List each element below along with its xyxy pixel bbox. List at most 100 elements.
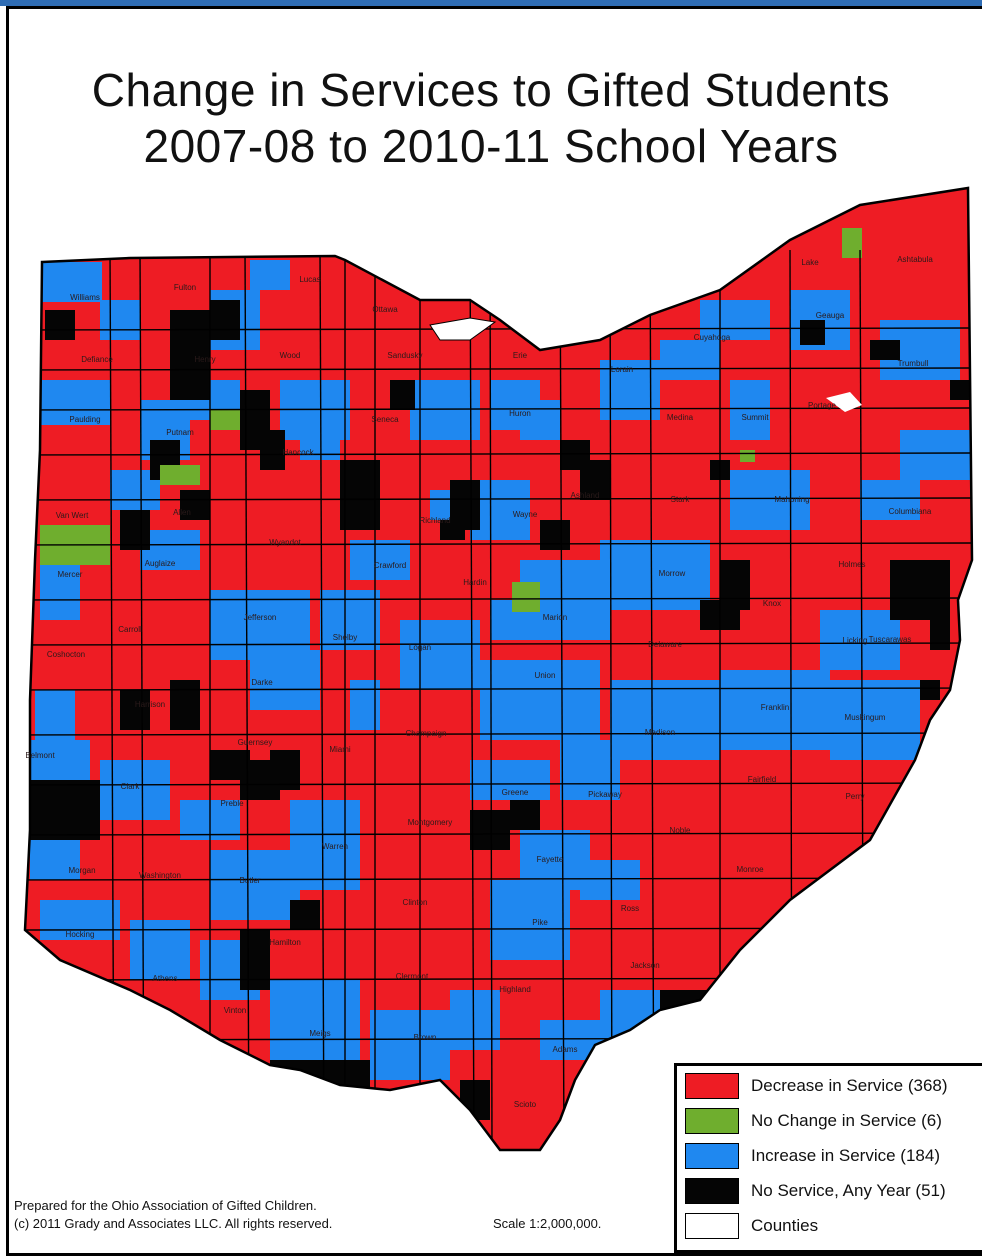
- ohio-state-outline: [23, 186, 974, 1152]
- county-boundary: [25, 1037, 972, 1041]
- county-boundary-layer: [25, 249, 972, 1150]
- district-increase: [600, 540, 710, 610]
- county-label: Madison: [645, 728, 675, 737]
- legend-label-no-service: No Service, Any Year (51): [751, 1181, 946, 1200]
- district-increase: [290, 800, 360, 890]
- county-label: Knox: [763, 599, 781, 608]
- county-boundary: [25, 407, 972, 411]
- district-no-service: [120, 510, 150, 550]
- county-boundary: [25, 642, 972, 646]
- legend-label-increase: Increase in Service (184): [751, 1146, 940, 1165]
- district-no-change: [512, 582, 540, 612]
- district-no-service: [800, 320, 825, 345]
- district-increase: [700, 300, 770, 340]
- county-label: Morrow: [659, 569, 686, 578]
- legend-item-counties: Counties: [685, 1212, 818, 1240]
- county-label: Clark: [121, 782, 141, 791]
- county-boundary: [469, 249, 475, 1150]
- county-label: Lake: [801, 258, 819, 267]
- district-increase: [42, 262, 102, 302]
- lake-erie-island: [429, 317, 497, 341]
- county-label: Washington: [139, 871, 181, 880]
- county-label: Morgan: [68, 866, 95, 875]
- legend-item-no-change: No Change in Service (6): [685, 1107, 942, 1135]
- district-increase: [490, 880, 570, 960]
- district-increase: [720, 670, 830, 750]
- legend-swatch-no-change: [685, 1108, 739, 1134]
- county-label: Tuscarawas: [869, 635, 912, 644]
- county-label: Ross: [621, 904, 639, 913]
- district-increase: [300, 420, 340, 460]
- district-no-service: [210, 300, 240, 340]
- county-label: Defiance: [81, 355, 113, 364]
- county-label: Portage: [808, 401, 837, 410]
- district-no-change: [842, 228, 862, 258]
- county-label: Highland: [499, 985, 531, 994]
- county-label: Geauga: [816, 311, 845, 320]
- district-no-service: [930, 620, 950, 650]
- county-boundary: [559, 249, 565, 1150]
- map-scale: Scale 1:2,000,000.: [493, 1216, 602, 1231]
- county-label: Columbiana: [889, 507, 932, 516]
- county-boundary: [319, 249, 325, 1150]
- credit-prepared-for: Prepared for the Ohio Association of Gif…: [14, 1198, 317, 1213]
- district-no-service: [270, 750, 300, 790]
- district-no-change: [160, 465, 200, 485]
- county-label: Monroe: [736, 865, 764, 874]
- district-no-service: [260, 430, 285, 470]
- district-increase: [520, 400, 560, 440]
- district-increase: [410, 380, 480, 440]
- legend-swatch-decrease: [685, 1073, 739, 1099]
- district-increase: [210, 590, 310, 660]
- county-label: Henry: [194, 355, 215, 364]
- reservoir-patch: [826, 392, 862, 412]
- county-label: Medina: [667, 413, 694, 422]
- district-no-service: [120, 690, 150, 730]
- district-no-service: [460, 1080, 490, 1120]
- district-increase: [470, 760, 550, 800]
- county-label: Miami: [329, 745, 351, 754]
- district-increase: [35, 690, 75, 740]
- county-label: Jackson: [630, 961, 659, 970]
- district-no-service: [390, 380, 415, 410]
- district-increase: [30, 740, 90, 780]
- county-label: Harrison: [135, 700, 165, 709]
- legend-item-decrease: Decrease in Service (368): [685, 1072, 948, 1100]
- legend-swatch-increase: [685, 1143, 739, 1169]
- county-label: Licking: [843, 636, 868, 645]
- county-label: Wyandot: [269, 538, 301, 547]
- county-label: Perry: [845, 792, 864, 801]
- county-label: Warren: [322, 842, 348, 851]
- district-no-service: [290, 900, 320, 930]
- county-boundary: [25, 497, 972, 501]
- county-boundary: [649, 249, 655, 1150]
- county-label: Logan: [409, 643, 431, 652]
- county-boundary: [25, 542, 972, 546]
- legend-swatch-counties: [685, 1213, 739, 1239]
- district-increase: [580, 860, 640, 900]
- county-label: Hocking: [66, 930, 95, 939]
- district-no-service: [240, 930, 270, 990]
- county-label: Delaware: [648, 640, 682, 649]
- district-increase: [210, 850, 300, 920]
- county-label: Greene: [502, 788, 529, 797]
- district-increase: [660, 340, 720, 380]
- district-increase: [560, 740, 620, 800]
- district-increase: [100, 300, 140, 340]
- district-no-change: [210, 410, 240, 430]
- county-label: Preble: [220, 799, 244, 808]
- county-label: Butler: [240, 876, 261, 885]
- county-label: Williams: [70, 293, 100, 302]
- county-label: Ottawa: [372, 305, 398, 314]
- county-label: Clermont: [396, 972, 429, 981]
- county-label: Adams: [553, 1045, 578, 1054]
- district-no-service: [870, 340, 900, 360]
- district-no-service: [440, 520, 465, 540]
- county-boundary: [244, 249, 250, 1150]
- county-label: Sandusky: [387, 351, 422, 360]
- district-no-service: [560, 440, 590, 470]
- county-label: Wayne: [513, 510, 538, 519]
- district-no-service: [720, 560, 750, 610]
- county-label: Hamilton: [269, 938, 301, 947]
